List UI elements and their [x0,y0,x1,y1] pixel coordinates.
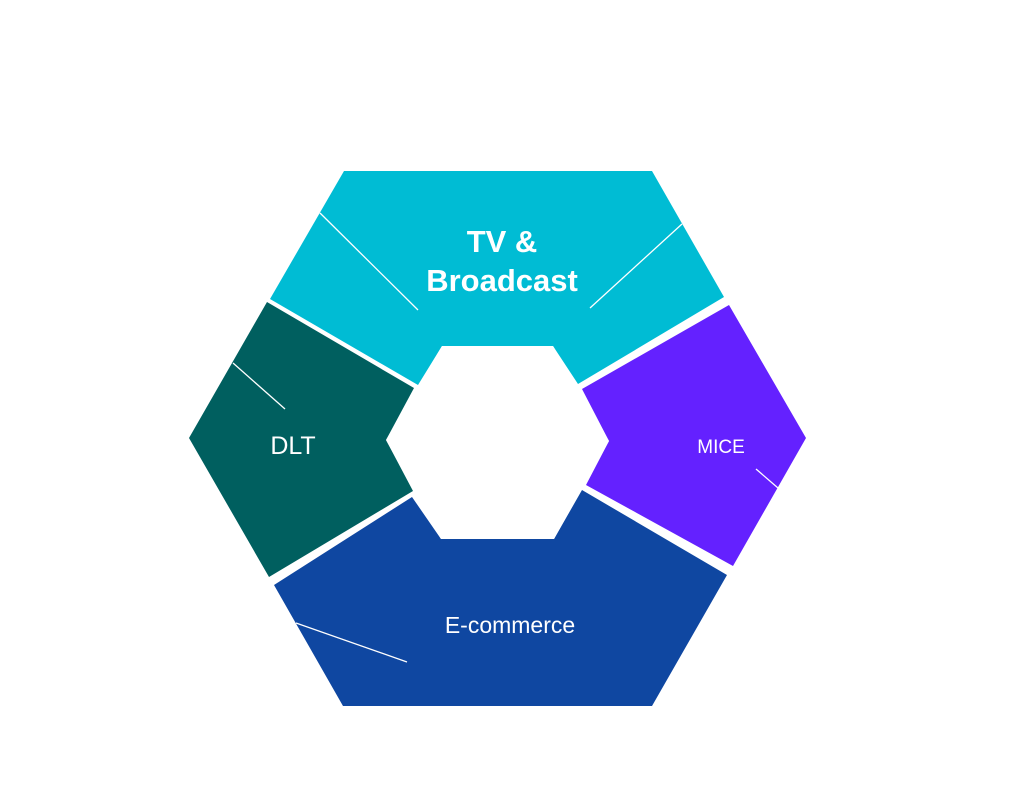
segment-mice: MICE [582,305,806,566]
segment-dlt-shape [189,302,414,577]
segment-ecommerce: E-commerce [274,490,727,706]
segment-label-tv-line1: TV & [467,224,538,259]
leader-line-tv-left [319,212,419,311]
segment-mice-shape [582,305,806,566]
segment-tv-broadcast-shape [270,171,724,385]
segment-dlt: DLT [189,302,414,577]
center-hexagon [386,346,609,539]
segment-label-tv-line2: Broadcast [426,263,578,298]
segment-tv-broadcast: TV & Broadcast [270,171,724,385]
leader-line-mice [755,468,779,489]
leader-line-dlt [232,362,286,410]
segment-label-mice: MICE [697,437,745,458]
leader-line-tv-right [589,223,683,309]
segment-ecommerce-shape [274,490,727,706]
segment-label-dlt: DLT [270,432,315,460]
leader-line-ecommerce [295,622,408,663]
segment-label-ecommerce: E-commerce [445,612,575,638]
